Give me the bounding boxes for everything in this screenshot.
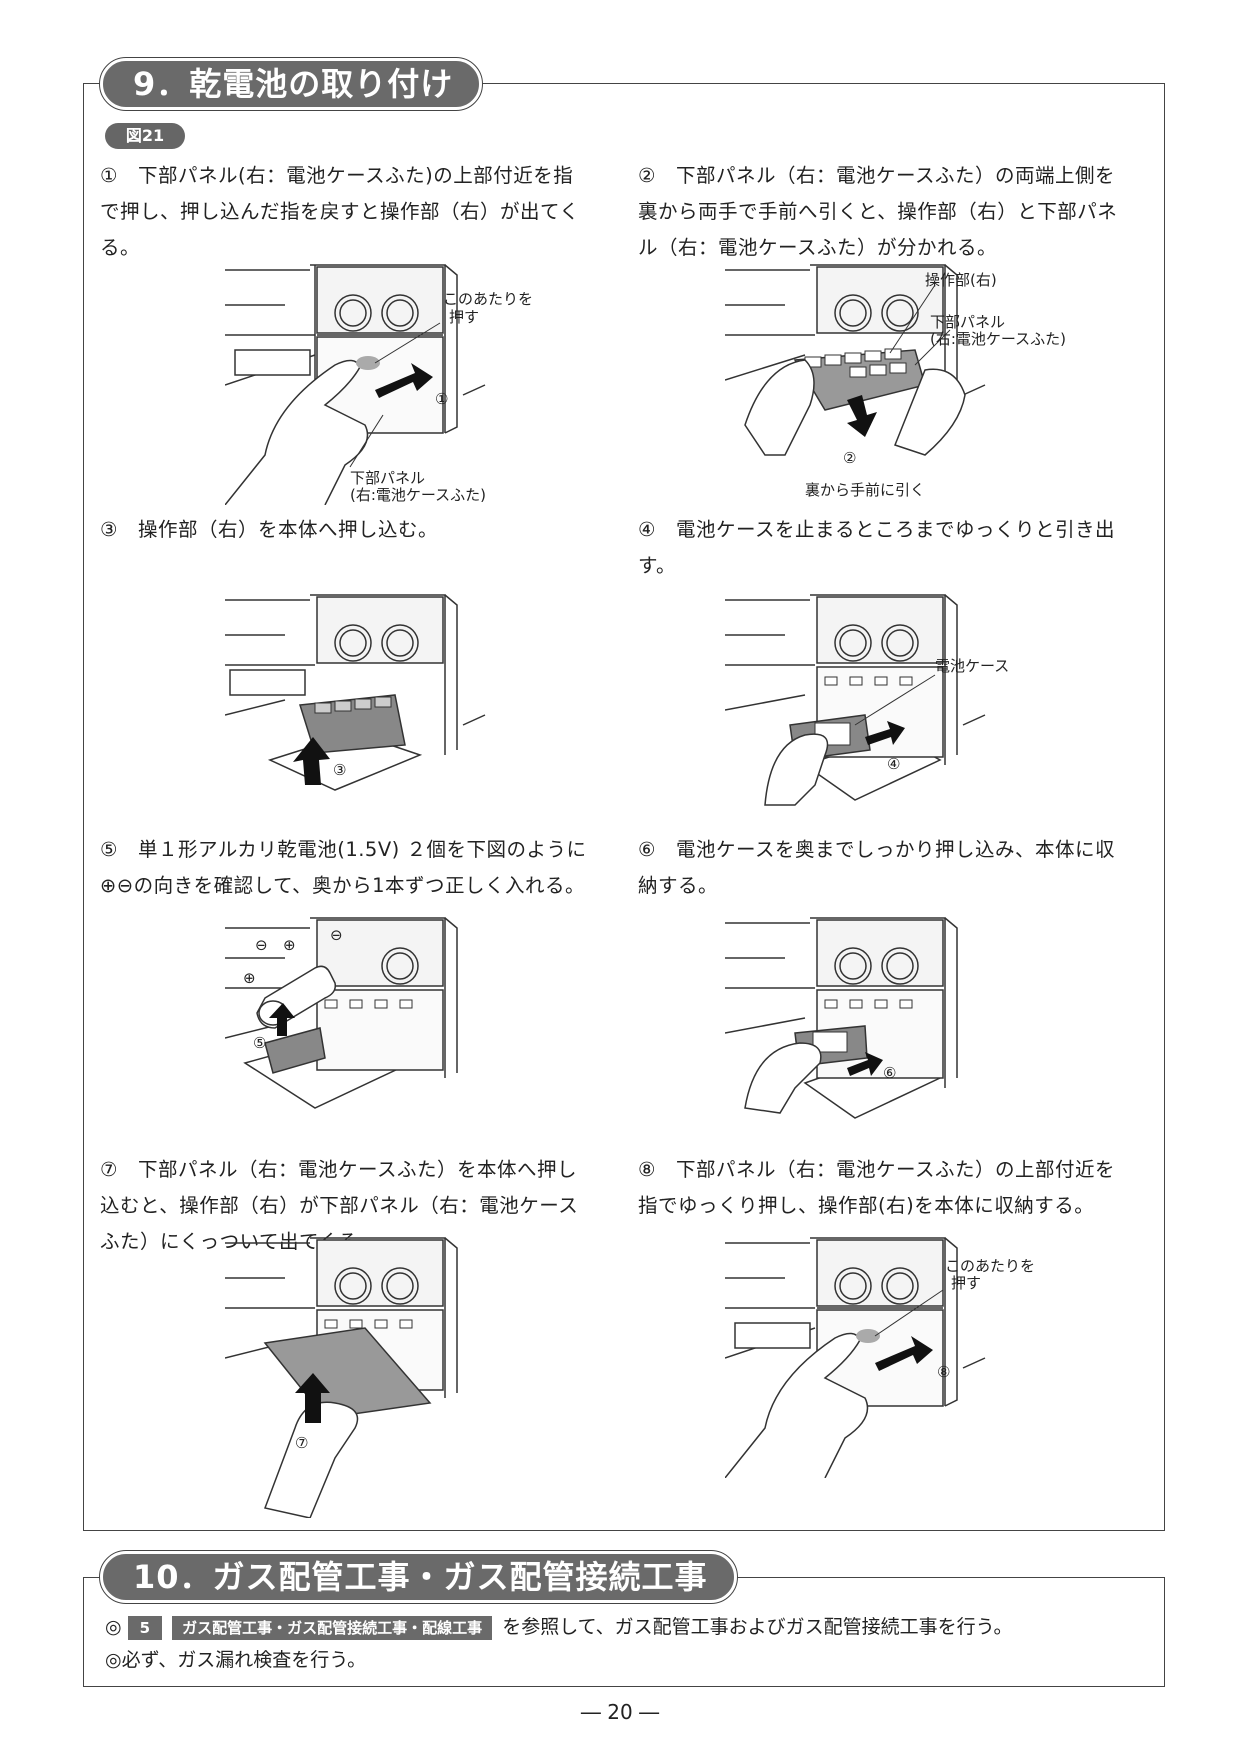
section-9-frame (83, 83, 1165, 1531)
svg-text:押す: 押す (951, 1274, 981, 1292)
page-number: ― 20 ― (580, 1700, 660, 1724)
svg-text:⊕: ⊕ (243, 969, 256, 987)
svg-text:裏から手前に引く: 裏から手前に引く (805, 481, 925, 499)
svg-text:⑤: ⑤ (253, 1034, 266, 1052)
section-9-title: 9．乾電池の取り付け (98, 57, 484, 111)
svg-text:押す: 押す (449, 308, 479, 326)
svg-text:このあたりを: このあたりを (443, 290, 533, 308)
note-2: ◎必ず、ガス漏れ検査を行う。 (105, 1645, 366, 1675)
note-2-bullet: ◎ (105, 1649, 122, 1671)
svg-text:⑦: ⑦ (295, 1434, 308, 1452)
illustration-step-6: ⑥ (725, 917, 958, 1119)
illustration-step-8: ⑧ このあたりを 押す (725, 1237, 1035, 1478)
svg-text:(右:電池ケースふた): (右:電池ケースふた) (930, 330, 1066, 348)
illustration-step-2: 操作部(右) 下部パネル (右:電池ケースふた) ② 裏から手前に引く (725, 264, 1066, 499)
illustration-step-5: ⊖ ⊕ ⊖ ⊕ ⑤ (225, 917, 458, 1109)
reference-section-title: ガス配管工事・ガス配管接続工事・配線工事 (172, 1615, 493, 1640)
svg-text:(右:電池ケースふた): (右:電池ケースふた) (350, 486, 486, 504)
svg-text:⊕: ⊕ (283, 936, 296, 954)
note-2-text: 必ず、ガス漏れ検査を行う。 (121, 1649, 367, 1671)
svg-text:⊖: ⊖ (255, 936, 268, 954)
svg-text:⑥: ⑥ (883, 1064, 896, 1082)
svg-text:⑧: ⑧ (937, 1363, 950, 1381)
note-1-text: を参照して、ガス配管工事およびガス配管接続工事を行う。 (502, 1616, 1013, 1638)
illustration-step-3: ③ (225, 594, 486, 791)
svg-text:⊖: ⊖ (330, 926, 343, 944)
svg-text:操作部(右): 操作部(右) (925, 271, 997, 289)
svg-text:下部パネル: 下部パネル (350, 469, 425, 487)
note-1: ◎ 5 ガス配管工事・ガス配管接続工事・配線工事 を参照して、ガス配管工事および… (105, 1612, 1013, 1642)
illustration-step-1: ① このあたりを 押す 下部パネル (右:電池ケースふた) (225, 264, 533, 505)
illustration-step-4: 電池ケース ④ (725, 594, 1009, 806)
svg-text:このあたりを: このあたりを (945, 1257, 1035, 1275)
svg-text:①: ① (435, 390, 448, 408)
figure-label: 図21 (105, 123, 185, 149)
reference-section-number: 5 (127, 1615, 163, 1640)
svg-text:下部パネル: 下部パネル (930, 313, 1005, 331)
illustration-step-7: ⑦ (225, 1237, 458, 1518)
section-10-title: 10．ガス配管工事・ガス配管接続工事 (99, 1550, 738, 1604)
svg-text:電池ケース: 電池ケース (935, 657, 1009, 675)
svg-text:③: ③ (333, 761, 346, 779)
note-1-bullet: ◎ (105, 1616, 122, 1638)
svg-text:②: ② (843, 449, 856, 467)
svg-text:④: ④ (887, 755, 900, 773)
